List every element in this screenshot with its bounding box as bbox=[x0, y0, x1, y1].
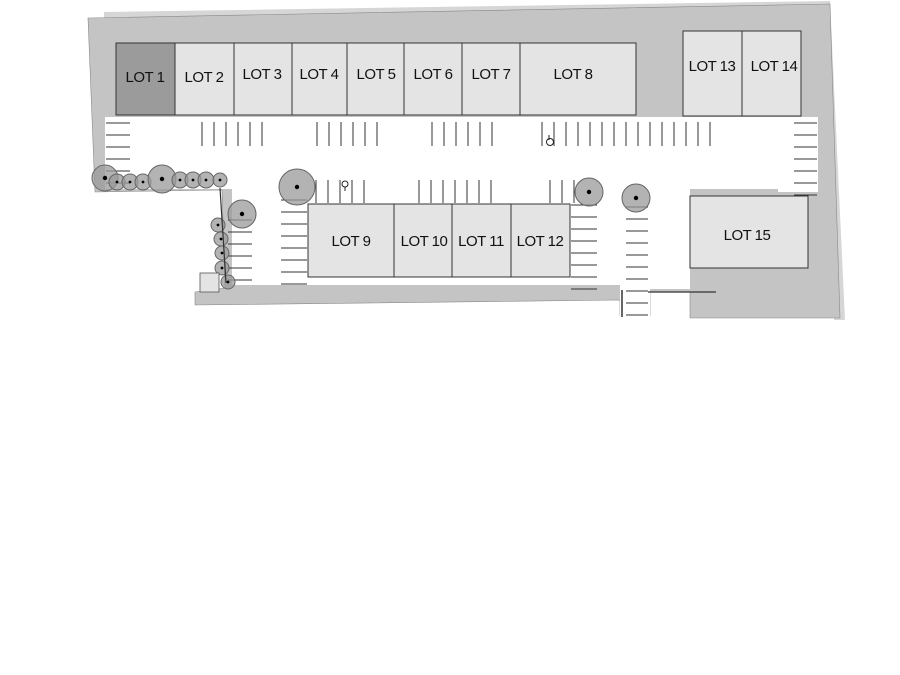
tree-icon bbox=[214, 245, 230, 261]
accessible-parking-icon bbox=[546, 135, 554, 146]
lot-6[interactable]: LOT 6 bbox=[403, 42, 463, 116]
lot-3[interactable]: LOT 3 bbox=[233, 42, 293, 116]
lot-7-parcel[interactable] bbox=[461, 42, 521, 116]
utility-box bbox=[199, 272, 220, 293]
lot-15-parcel[interactable] bbox=[689, 195, 809, 269]
trees bbox=[91, 164, 651, 290]
lot-11-parcel[interactable] bbox=[451, 203, 512, 278]
fence-line bbox=[219, 187, 227, 284]
tree-icon bbox=[220, 274, 236, 290]
tree-icon bbox=[134, 173, 152, 191]
tree-icon bbox=[210, 217, 226, 233]
lot-4[interactable]: LOT 4 bbox=[291, 42, 348, 116]
sign-icon bbox=[341, 180, 349, 191]
lot-12-parcel[interactable] bbox=[510, 203, 571, 278]
lot-14-parcel[interactable] bbox=[741, 30, 802, 117]
tree-icon bbox=[227, 199, 257, 229]
lot-7[interactable]: LOT 7 bbox=[461, 42, 521, 116]
lot-9[interactable]: LOT 9 bbox=[307, 203, 395, 278]
lot-9-parcel[interactable] bbox=[307, 203, 395, 278]
lot-10-parcel[interactable] bbox=[393, 203, 453, 278]
tree-icon bbox=[171, 171, 189, 189]
tree-icon bbox=[121, 173, 139, 191]
lot-6-parcel[interactable] bbox=[403, 42, 463, 116]
lot-11[interactable]: LOT 11 bbox=[451, 203, 512, 278]
lot-15[interactable]: LOT 15 bbox=[689, 195, 809, 269]
tree-icon bbox=[278, 168, 316, 206]
lot-13-parcel[interactable] bbox=[682, 30, 743, 117]
lot-1[interactable]: LOT 1 bbox=[115, 42, 176, 116]
tree-icon bbox=[213, 231, 229, 247]
lot-5-parcel[interactable] bbox=[346, 42, 405, 116]
lot-13[interactable]: LOT 13 bbox=[682, 30, 743, 117]
tree-icon bbox=[197, 171, 215, 189]
lot-3-parcel[interactable] bbox=[233, 42, 293, 116]
tree-icon bbox=[574, 177, 604, 207]
tree-icon bbox=[621, 183, 651, 213]
lot-2[interactable]: LOT 2 bbox=[174, 42, 235, 116]
lot-4-parcel[interactable] bbox=[291, 42, 348, 116]
lot-10[interactable]: LOT 10 bbox=[393, 203, 453, 278]
lot-8-parcel[interactable] bbox=[519, 42, 637, 116]
lot-8[interactable]: LOT 8 bbox=[519, 42, 637, 116]
tree-icon bbox=[212, 172, 228, 188]
lot-14[interactable]: LOT 14 bbox=[741, 30, 802, 117]
lots: LOT 1 LOT 2 LOT 3 LOT 4 LOT 5 LOT 6 LOT … bbox=[115, 30, 809, 278]
lot-1-parcel[interactable] bbox=[115, 42, 176, 116]
lot-5[interactable]: LOT 5 bbox=[346, 42, 405, 116]
lot-2-parcel[interactable] bbox=[174, 42, 235, 116]
lot-12[interactable]: LOT 12 bbox=[510, 203, 571, 278]
